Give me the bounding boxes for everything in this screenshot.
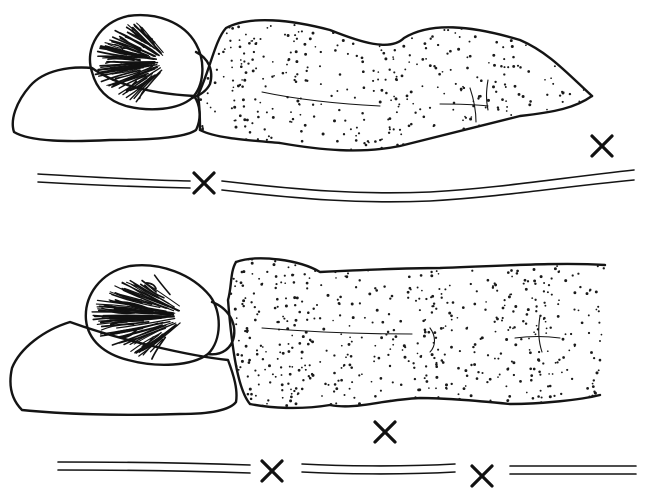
body-icon [195, 17, 600, 158]
marker-waist-gap [375, 422, 395, 442]
marker-feet-gap [592, 136, 612, 156]
bottom-figure [10, 251, 636, 486]
marker-mattress-left-gap [262, 461, 282, 481]
body-icon [225, 251, 611, 413]
marker-shoulder-gap [194, 173, 214, 193]
bottom-mattress-lines [58, 462, 636, 474]
head-icon [86, 265, 234, 365]
top-mattress-lines [38, 170, 634, 202]
pillow-icon [13, 68, 200, 142]
marker-mattress-right-gap [472, 466, 492, 486]
head-icon [90, 15, 211, 109]
top-figure [13, 15, 634, 202]
